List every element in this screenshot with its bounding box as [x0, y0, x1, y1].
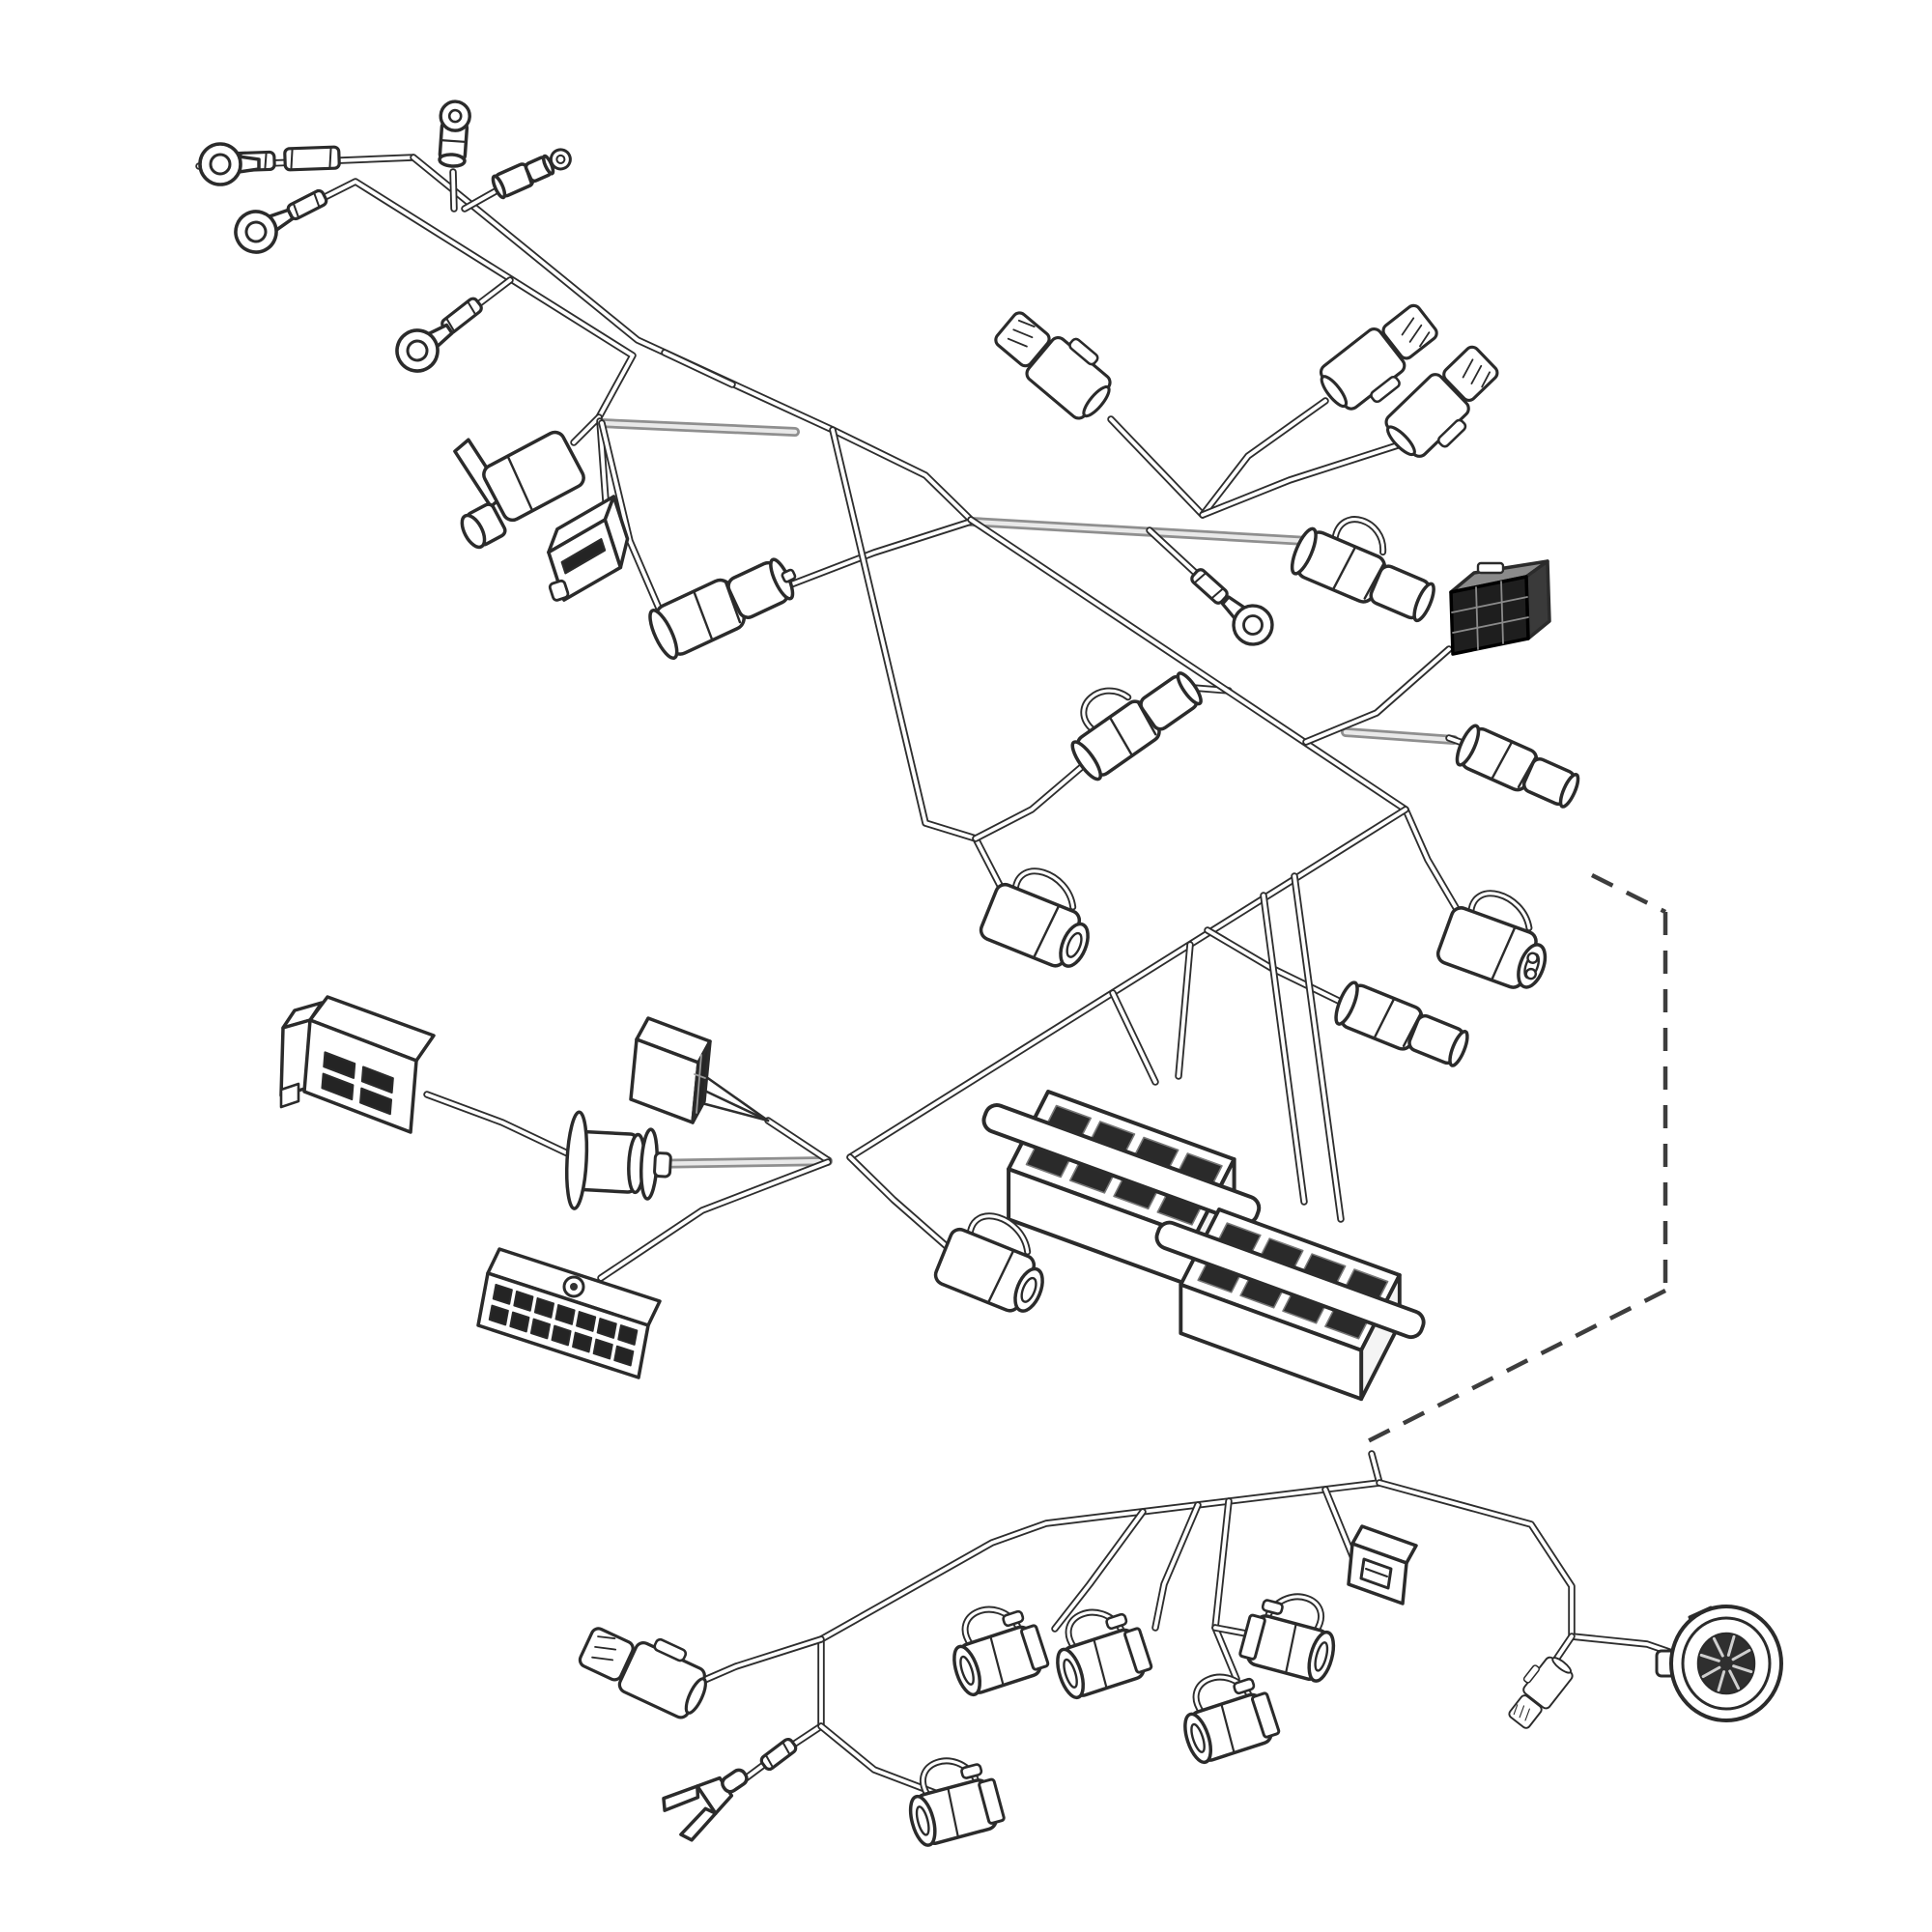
gray-stub-far-right — [1341, 727, 1459, 745]
wire-ecu2-b — [1291, 872, 1345, 1223]
ecu-connector-1 — [981, 1090, 1262, 1290]
injector-connector-c — [1183, 1673, 1281, 1765]
wire-sensor-lower-lead — [846, 1153, 952, 1252]
ecu-connector-2 — [1154, 1208, 1426, 1402]
barrel-pair-right-upper — [1290, 516, 1435, 623]
dash-lower — [1358, 1288, 1667, 1448]
flange-sensor-connector — [453, 430, 585, 550]
gray-trunk-right — [966, 517, 1312, 546]
wire-cluster-c1 — [570, 413, 603, 446]
wire-trunk-upper-2 — [252, 178, 637, 421]
ring-terminal-1 — [198, 142, 261, 186]
wire-inj-a-lead — [1051, 1508, 1147, 1633]
wire-round-lead — [1376, 1479, 1679, 1658]
wire-inline-left — [972, 761, 1088, 842]
wire-long-drop — [829, 426, 980, 842]
wire-pair-lower-lead — [690, 1635, 825, 1689]
eyelet-barrel-terminal — [491, 148, 572, 200]
wire-stud-drop — [449, 168, 458, 213]
pair-connector-lower-left — [578, 1627, 708, 1719]
wire-branch-downleft — [846, 806, 1409, 1161]
three-pin-connector — [1435, 890, 1548, 989]
wire-blackconn-lead — [1302, 645, 1453, 746]
wire-inj-b-lead — [1151, 1501, 1202, 1632]
wire-fan-tr1 — [1107, 415, 1207, 519]
pair-connector-top-1 — [994, 311, 1112, 420]
injector-connector-e — [908, 1757, 1006, 1847]
molex-multipin-connector — [476, 1247, 662, 1379]
wire-sleeve-5 — [1190, 568, 1229, 605]
layer-gray-trunks — [596, 418, 1459, 1169]
sensor-connector-lower — [933, 1212, 1044, 1313]
injector-connector-b — [1056, 1608, 1153, 1700]
wire-inj-y-stem — [1211, 1497, 1233, 1632]
wire-trunk-lower — [817, 1450, 1383, 1730]
injector-connector-a — [952, 1605, 1050, 1697]
multiwire-square-connector — [629, 1016, 712, 1124]
clip-box-connector — [1347, 1524, 1418, 1605]
wire-bundle-join — [764, 1117, 832, 1164]
inline-barrel-pair-mid — [1070, 671, 1203, 781]
wire-bundle-strand-3 — [693, 1099, 770, 1122]
barrel-pair-right-mid — [1334, 980, 1469, 1067]
gray-stub-left — [596, 418, 800, 437]
mini-clamp-connector — [1508, 1656, 1574, 1729]
sensor-connector-mid — [979, 867, 1090, 968]
firewall-grommet — [564, 1110, 672, 1210]
ring-terminal-2 — [234, 208, 295, 254]
wire-stub-upper — [661, 349, 736, 388]
ring-terminal-3 — [395, 323, 454, 373]
stud-terminal — [438, 99, 471, 168]
inline-barrel-pair-left — [648, 557, 797, 661]
wire-sleeve-2 — [283, 145, 341, 172]
wire-fan-tr2 — [1199, 397, 1329, 519]
wire-fan-tr3 — [1199, 440, 1405, 519]
pair-connector-top-2 — [1319, 303, 1438, 411]
ring-terminal-4 — [1220, 595, 1274, 646]
black-multipin-connector — [1449, 559, 1551, 656]
wire-grommet-relay — [423, 1091, 580, 1161]
injector-connector-d — [1238, 1593, 1336, 1683]
wire-ecu1-a — [1109, 989, 1159, 1086]
wire-inj-y-c — [1211, 1624, 1240, 1683]
wire-cluster-c2 — [596, 417, 611, 518]
layer-dashed-lines — [1358, 872, 1668, 1448]
wire-trunk-mid — [967, 516, 1409, 813]
wire-sleeve-6 — [759, 1737, 798, 1772]
pair-connector-top-3 — [1384, 345, 1499, 458]
wire-barrel-to-trunk — [775, 518, 975, 593]
layer-wire-strands — [693, 1072, 770, 1122]
wire-molex-lead — [597, 1158, 832, 1282]
barrel-pair-far-right — [1455, 724, 1580, 809]
box-connector-upper-left — [547, 495, 630, 602]
round-bulkhead-connector — [1655, 1605, 1783, 1722]
wire-ecu1-b — [1175, 941, 1194, 1080]
wire-bundle-strand-1 — [700, 1072, 770, 1122]
wire-cluster-c3 — [598, 419, 670, 630]
fork-terminal — [662, 1768, 749, 1842]
wire-ecu2-a — [1260, 892, 1308, 1206]
dash-upper — [1590, 872, 1667, 915]
gray-stub-lower-left — [639, 1156, 833, 1169]
wire-inj-e-lead — [817, 1722, 939, 1797]
wire-bundle-strand-2 — [696, 1086, 770, 1122]
wire-threepin-lead — [1402, 806, 1464, 920]
layer-connectors — [198, 99, 1783, 1847]
relay-block-connector — [279, 995, 436, 1134]
